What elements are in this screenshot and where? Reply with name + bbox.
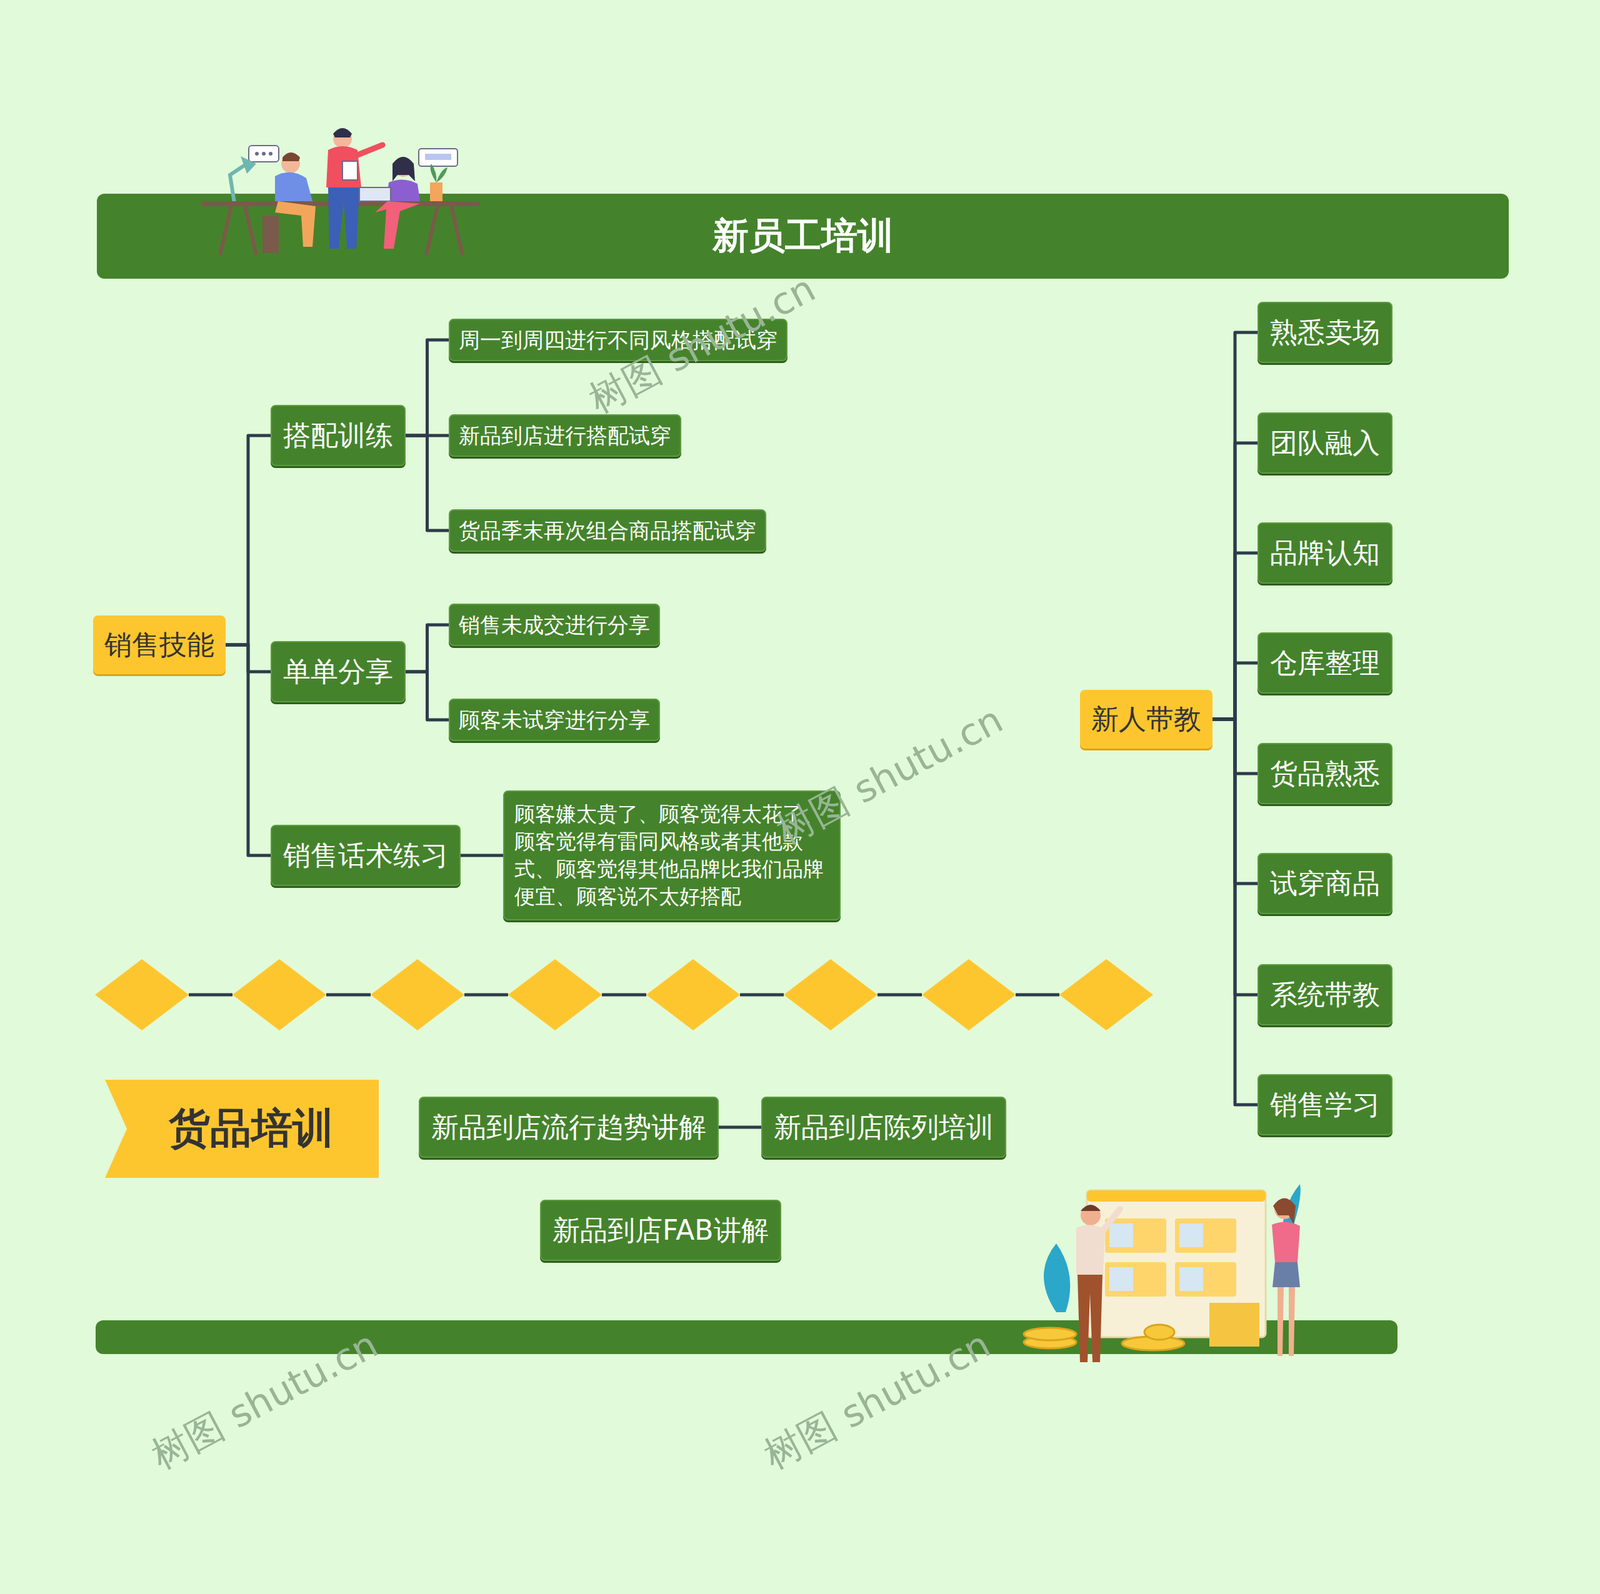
node-text: 熟悉卖场 [1270,316,1380,350]
leaf-box: 团队融入 [1257,412,1393,475]
node-text: 顾客未试穿进行分享 [458,707,650,734]
leaf-box: 试穿商品 [1257,853,1393,915]
topic-box: 新品到店FAB讲解 [540,1200,782,1262]
topic-box: 新品到店流行趋势讲解 [418,1096,719,1159]
title-holder: 新员工培训 [96,193,1509,279]
tree-connector [1212,443,1258,720]
node-text: 销售学习 [1270,1088,1380,1122]
topic-box: 新品到店陈列培训 [761,1096,1007,1159]
branch-box: 销售话术练习 [270,825,461,887]
leaf-box: 货品熟悉 [1257,743,1393,805]
tree-connector [460,853,504,857]
leaf-box: 熟悉卖场 [1257,301,1393,364]
node-text: 系统带教 [1270,978,1380,1012]
node-text: 销售话术练习 [283,839,449,873]
leaf-box: 系统带教 [1257,964,1393,1027]
tree-connector [1212,553,1258,720]
ribbon-banner: 货品培训 [105,1080,379,1179]
tree-connector [1212,332,1258,720]
node-text: 仓库整理 [1270,646,1380,680]
team-illustration [201,128,480,255]
tree-connector [225,645,271,856]
leaf-box: 新品到店进行搭配试穿 [448,414,682,458]
leaf-box: 仓库整理 [1257,632,1393,695]
leaf-box: 品牌认知 [1257,522,1393,585]
node-text: 搭配训练 [283,419,394,453]
category-box: 销售技能 [93,615,226,675]
display-illustration [1023,1184,1301,1363]
node-text: 新人带教 [1091,703,1202,737]
tree-connector [225,435,271,645]
diamond [95,959,1154,1031]
node-text: 货品培训 [168,1100,334,1157]
node-text: 新品到店流行趋势讲解 [431,1111,707,1145]
leaf-box: 销售学习 [1257,1074,1393,1137]
tree-connector [405,340,449,436]
tree-connector [405,625,449,672]
tree-connector [405,435,449,531]
node-text: 单单分享 [283,655,394,689]
node-text: 货品熟悉 [1270,757,1380,791]
node-text: 团队融入 [1270,426,1380,460]
node-text: 销售未成交进行分享 [458,612,650,639]
node-text: 货品季末再次组合商品搭配试穿 [458,518,757,544]
leaf-box: 货品季末再次组合商品搭配试穿 [448,509,767,553]
node-text: 试穿商品 [1270,867,1380,901]
title-text: 新员工培训 [712,211,894,261]
tree-connector [1212,663,1258,720]
node-text: 销售技能 [104,628,215,662]
tree-connector [405,671,449,720]
node-text: 新品到店陈列培训 [773,1111,994,1145]
node-text: 新品到店进行搭配试穿 [458,423,672,449]
title-band [96,193,1509,279]
node-text: 新品到店FAB讲解 [552,1214,769,1248]
branch-box: 搭配训练 [270,405,406,467]
tree-connector [1212,719,1258,1105]
watermark: 树图 shutu.cn [768,695,1012,857]
branch-box: 单单分享 [270,641,406,704]
node-text: 品牌认知 [1270,536,1380,570]
tree-connector [718,1125,762,1129]
leaf-box: 销售未成交进行分享 [448,603,660,647]
leaf-box: 顾客未试穿进行分享 [448,698,660,742]
category-box: 新人带教 [1080,690,1213,750]
